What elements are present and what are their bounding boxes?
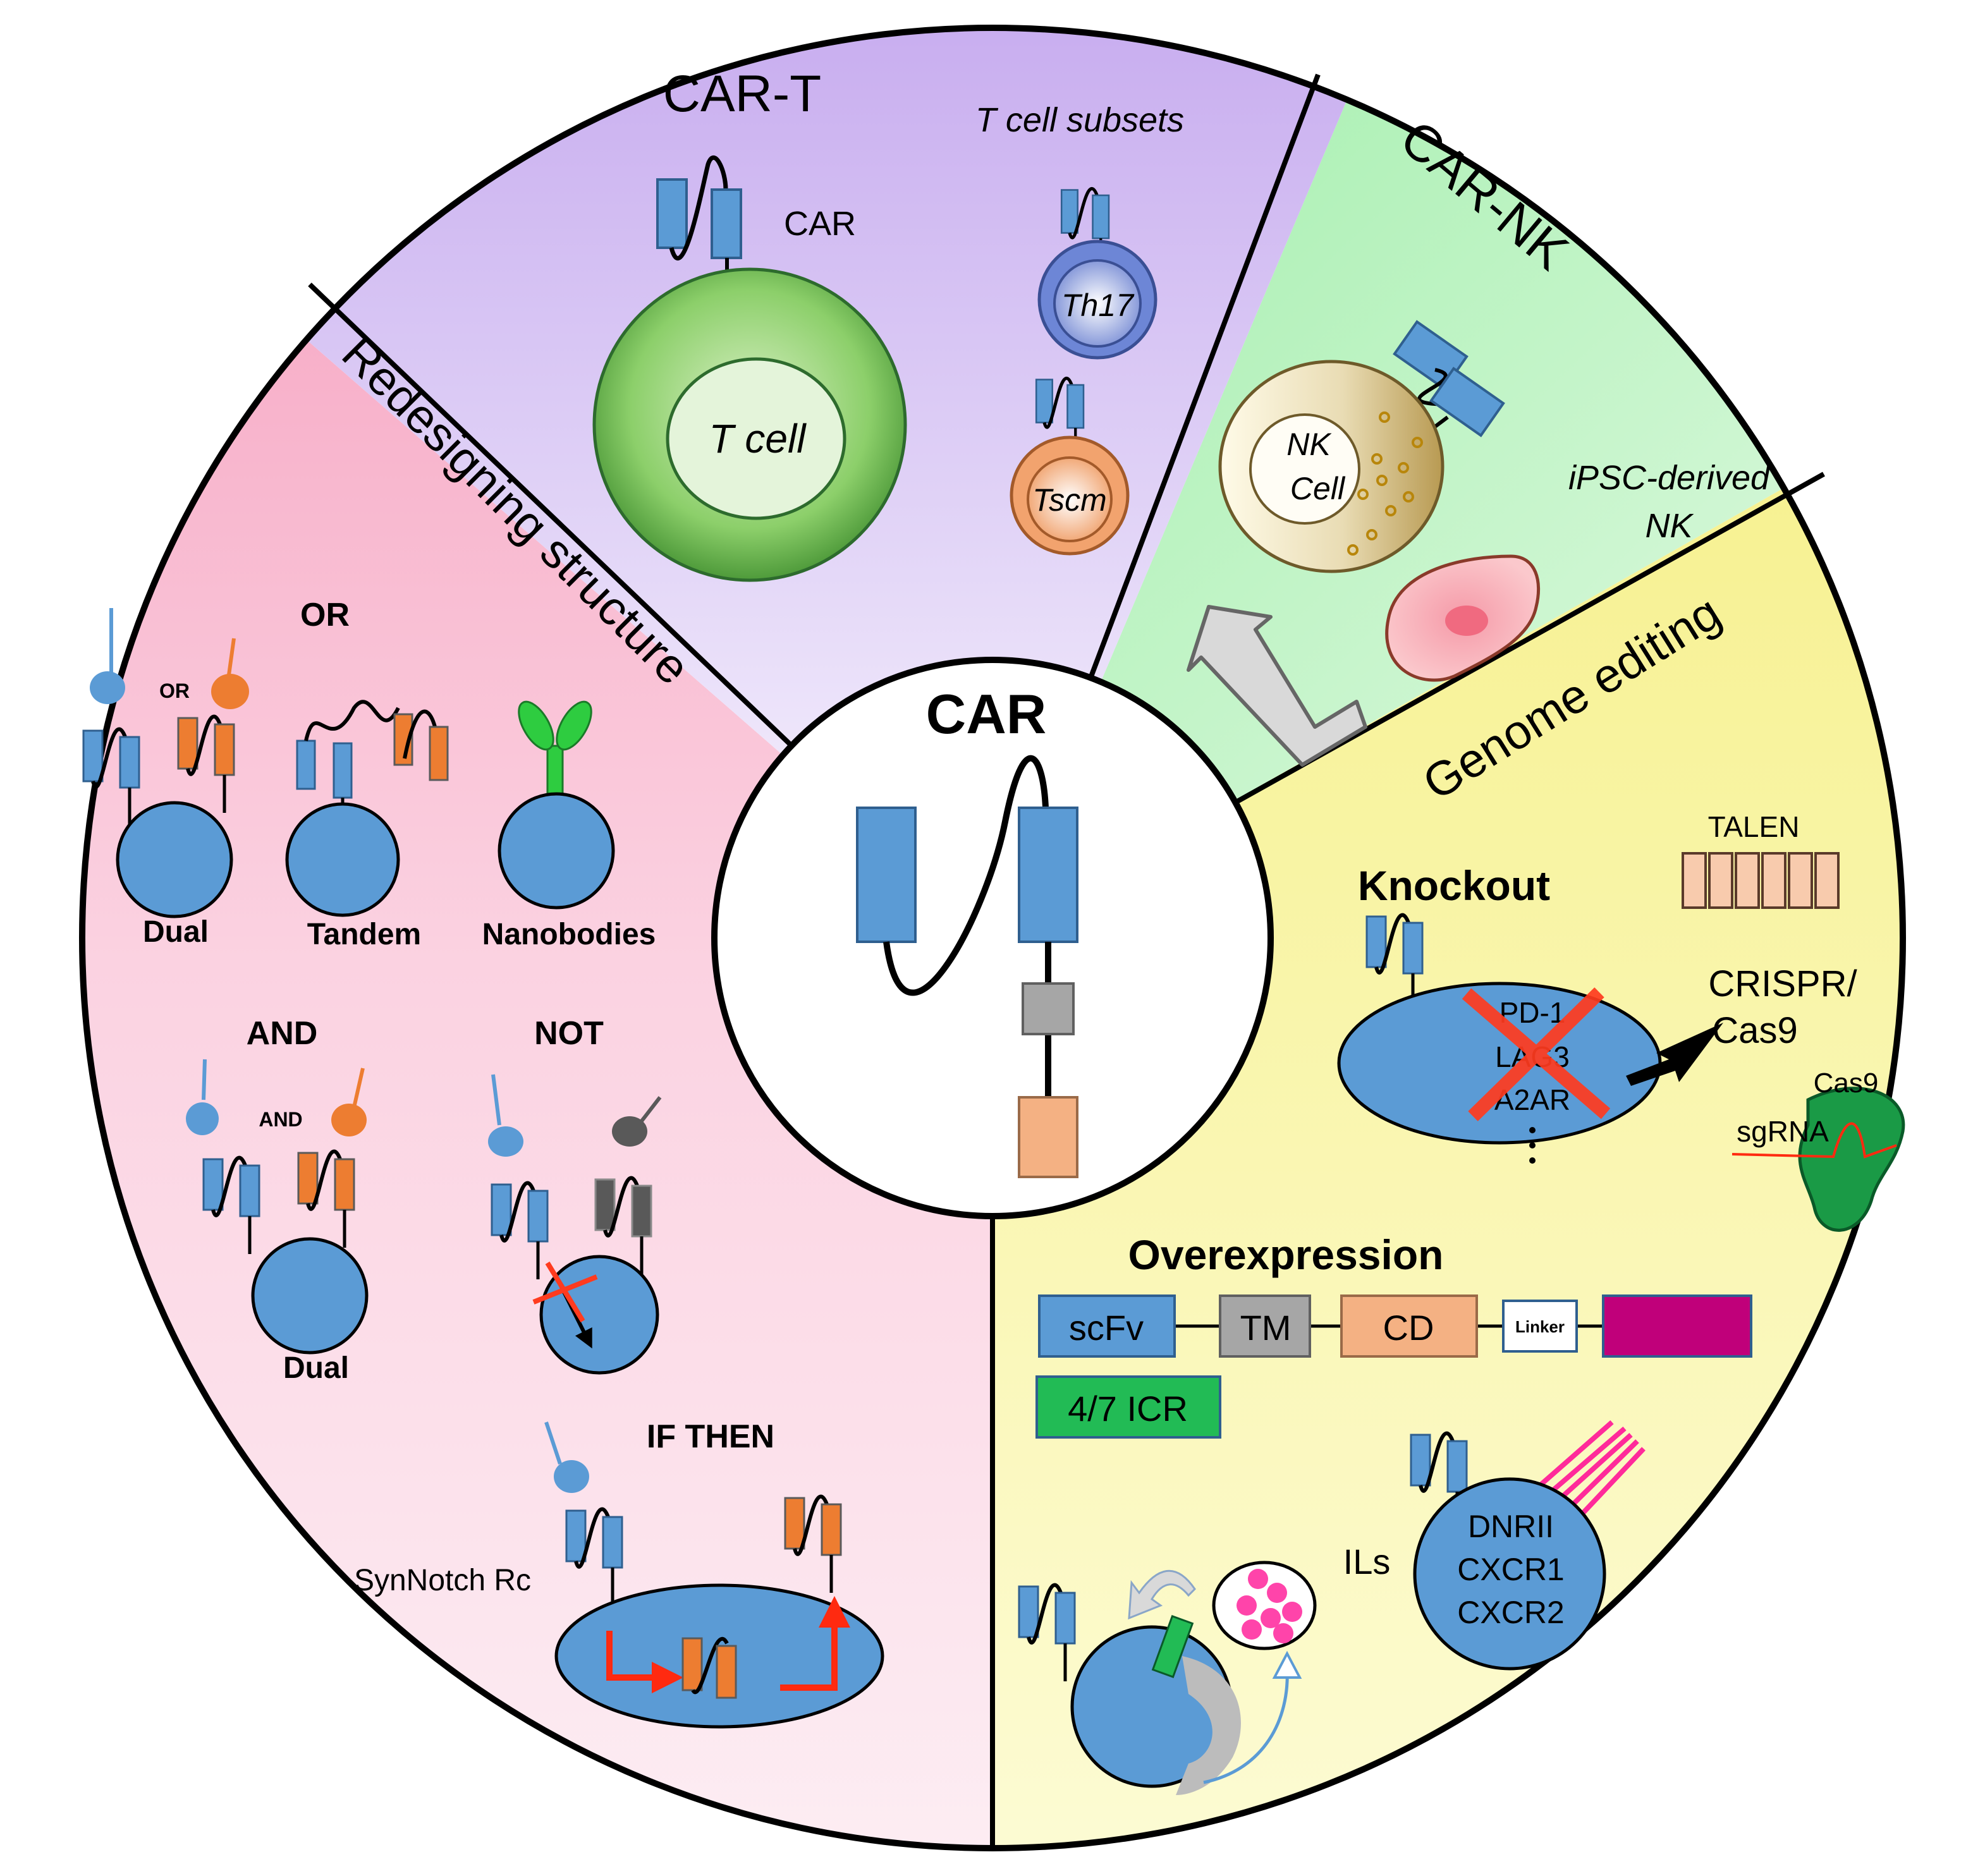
construct-scfv-label: scFv	[1069, 1308, 1144, 1348]
talen-label: TALEN	[1708, 810, 1800, 843]
talen-repeats	[1682, 852, 1840, 909]
cxcr1-label: CXCR1	[1457, 1552, 1564, 1587]
t-cell-label: T cell	[709, 416, 807, 461]
gene-list-dots	[1529, 1127, 1536, 1164]
construct-payload	[1602, 1294, 1752, 1358]
construct-cd	[1340, 1294, 1478, 1358]
il-arrow-up	[1128, 1569, 1196, 1620]
tandem-label: Tandem	[307, 918, 421, 951]
th17-label: Th17	[1061, 288, 1135, 323]
cart-car-label: CAR	[784, 205, 856, 243]
cart-sector: CAR-T T cell subsets CAR T cell Th17 Tsc…	[592, 65, 1184, 582]
synnotch-label: SynNotch Rc	[354, 1564, 531, 1597]
receptor-cell	[1413, 1477, 1606, 1671]
construct-cd-label: CD	[1383, 1308, 1434, 1348]
dual-label-2: Dual	[283, 1351, 349, 1385]
ipsc-label-1: iPSC-derived	[1568, 459, 1771, 497]
ipsc-label-2: NK	[1645, 507, 1694, 545]
dnrii-label: DNRII	[1468, 1509, 1554, 1544]
icr-label: 4/7 ICR	[1068, 1389, 1188, 1428]
chemokine-receptor-marks	[1528, 1420, 1646, 1518]
center-tm-domain	[1022, 982, 1075, 1035]
cxcr2-label: CXCR2	[1457, 1595, 1564, 1630]
crispr-label-2: Cas9	[1712, 1010, 1797, 1051]
not-cell	[539, 1255, 659, 1375]
knockout-x	[1462, 987, 1611, 1121]
dual-label-1: Dual	[143, 915, 209, 949]
overexpression-heading: Overexpression	[1128, 1231, 1444, 1278]
nk-label-1: NK	[1286, 427, 1332, 462]
differentiation-arrow	[1187, 605, 1367, 767]
crispr-label-1: CRISPR/	[1708, 963, 1857, 1004]
construct-scfv	[1038, 1294, 1176, 1358]
nk-label-2: Cell	[1290, 471, 1346, 506]
cart-title: CAR-T	[663, 65, 822, 123]
nk-granules	[1347, 411, 1423, 556]
center-title: CAR	[926, 683, 1047, 745]
tandem-cell	[285, 802, 400, 917]
icr-box	[1035, 1375, 1221, 1439]
cas9-protein	[1798, 1087, 1905, 1232]
center-cd-domain	[1018, 1096, 1078, 1178]
il-arrow-down	[1176, 1656, 1242, 1795]
crispr-arrow	[1626, 1023, 1723, 1086]
t-cell-nucleus	[666, 357, 846, 520]
construct-tm-label: TM	[1240, 1308, 1292, 1348]
nanobody-cell	[498, 792, 615, 910]
center-scfv-left	[856, 807, 917, 943]
sgrna-label: sgRNA	[1737, 1115, 1829, 1148]
construct-tm	[1219, 1294, 1311, 1358]
not-heading: NOT	[534, 1015, 604, 1052]
tscm-label: Tscm	[1032, 482, 1107, 518]
and-heading: AND	[247, 1015, 318, 1052]
ifthen-heading: IF THEN	[647, 1418, 774, 1455]
dual-cell-2	[251, 1237, 369, 1355]
or-small: OR	[159, 679, 190, 702]
nk-nucleus	[1249, 413, 1360, 525]
center-linker	[883, 755, 1049, 996]
outer-ring	[79, 25, 1906, 1851]
il-particles	[1237, 1569, 1302, 1643]
knockout-heading: Knockout	[1358, 862, 1550, 909]
ils-label: ILs	[1343, 1542, 1391, 1581]
cas9-label: Cas9	[1814, 1068, 1879, 1099]
construct-linker-label: Linker	[1515, 1317, 1565, 1336]
nanobodies-label: Nanobodies	[482, 918, 656, 951]
dual-cell-1	[116, 801, 233, 918]
center-hub: CAR	[711, 657, 1274, 1219]
cart-subsets-label: T cell subsets	[975, 101, 1184, 139]
construct-line: scFv TM CD Linker	[1038, 1294, 1752, 1358]
construct-linker	[1502, 1300, 1578, 1353]
center-scfv-right	[1018, 807, 1078, 943]
or-heading: OR	[300, 597, 350, 633]
and-small: AND	[259, 1108, 302, 1131]
